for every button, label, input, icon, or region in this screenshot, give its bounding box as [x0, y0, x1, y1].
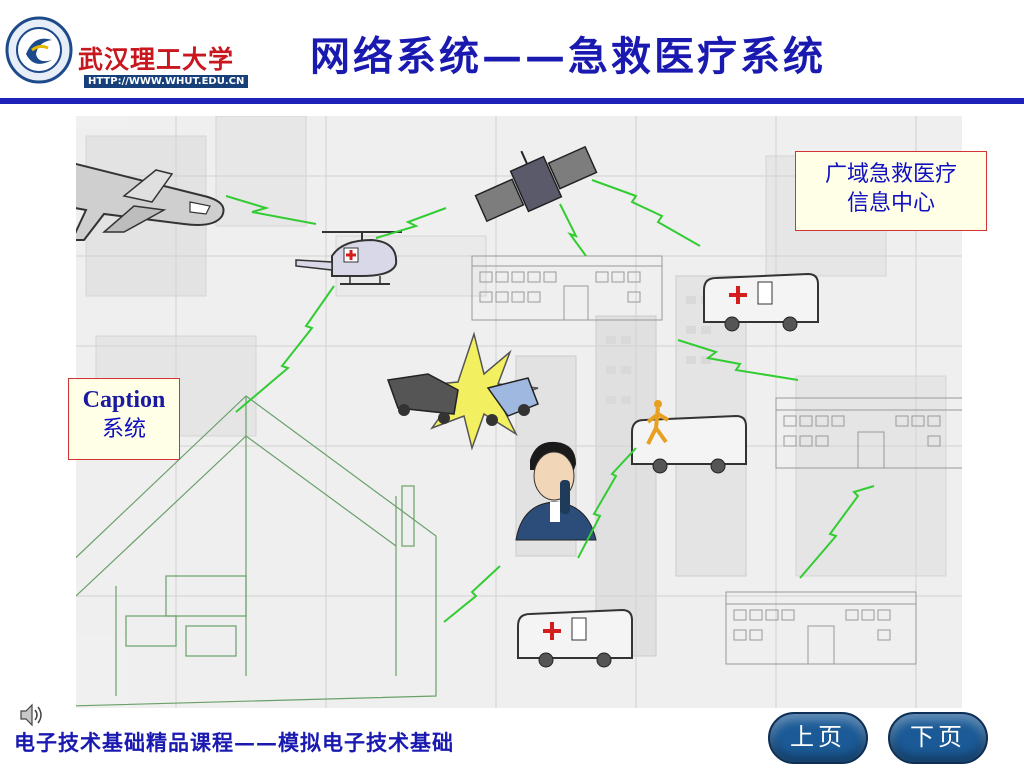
course-footer-text: 电子技术基础精品课程——模拟电子技术基础: [14, 730, 454, 755]
header-divider: [0, 98, 1024, 104]
university-seal-icon: [5, 16, 73, 84]
crash-icon: [386, 331, 539, 451]
information-center-line2: 信息中心: [846, 190, 935, 216]
university-name: 武汉理工大学: [78, 45, 235, 74]
house-icon: [76, 395, 437, 707]
ambulance-icon: [703, 272, 819, 332]
ambulance-icon: [631, 414, 747, 474]
diagram-artwork: [76, 116, 962, 708]
speaker-icon[interactable]: [18, 702, 44, 728]
ambulance-icon: [517, 608, 633, 668]
university-logo: 武汉理工大学 HTTP://WWW.WHUT.EDU.CN: [4, 14, 249, 92]
hospital-icon: [725, 591, 917, 665]
information-center-label: 广域急救医疗 信息中心: [795, 151, 987, 231]
information-center-line1: 广域急救医疗: [824, 162, 957, 187]
slide-header: 武汉理工大学 HTTP://WWW.WHUT.EDU.CN 网络系统——急救医疗…: [0, 0, 1024, 104]
page-title: 网络系统——急救医疗系统: [310, 33, 826, 80]
next-page-button[interactable]: 下页: [888, 712, 988, 764]
caption-system-label: Caption 系统: [68, 378, 180, 460]
person-running-icon: [646, 400, 670, 445]
signal-links: [225, 179, 875, 623]
phone-operator-icon: [515, 441, 597, 541]
hospital-icon: [775, 397, 962, 469]
caption-label-line2: 系统: [101, 417, 146, 443]
previous-page-button[interactable]: 上页: [768, 712, 868, 764]
satellite-icon: [474, 145, 598, 223]
helicopter-icon: [295, 231, 402, 285]
university-url[interactable]: HTTP://WWW.WHUT.EDU.CN: [84, 75, 249, 88]
hospital-icon: [471, 255, 663, 321]
airplane-icon: [76, 162, 225, 241]
caption-label-line1: Caption: [82, 387, 166, 413]
